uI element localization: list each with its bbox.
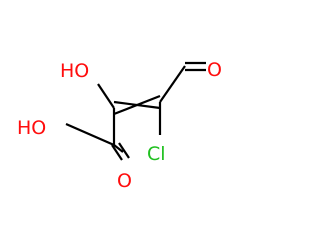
bond-c2-c3-crossed-b xyxy=(113,100,161,110)
atom-labels: HO O Cl HO O xyxy=(17,59,222,192)
atom-hydroxyl-acid: HO xyxy=(17,117,46,139)
molecule-structure: HO O Cl HO O xyxy=(17,59,222,192)
atom-hydroxyl-enol: HO xyxy=(60,60,89,82)
bond-c1-acid-carbonyl-inner xyxy=(118,142,130,159)
bond-c1-acid-carbonyl-a xyxy=(113,144,124,153)
bond-c3-c4 xyxy=(159,65,186,103)
atom-aldehyde-oxygen: O xyxy=(207,59,222,81)
bond-c1-acid-carbonyl-outer xyxy=(111,144,123,161)
bond-c1-acid-hydroxyl xyxy=(65,122,115,147)
bonds xyxy=(65,61,206,161)
atom-chlorine: Cl xyxy=(147,143,166,165)
bond-c2-hydroxyl xyxy=(97,83,115,109)
atom-acid-carbonyl-oxygen: O xyxy=(117,170,132,192)
